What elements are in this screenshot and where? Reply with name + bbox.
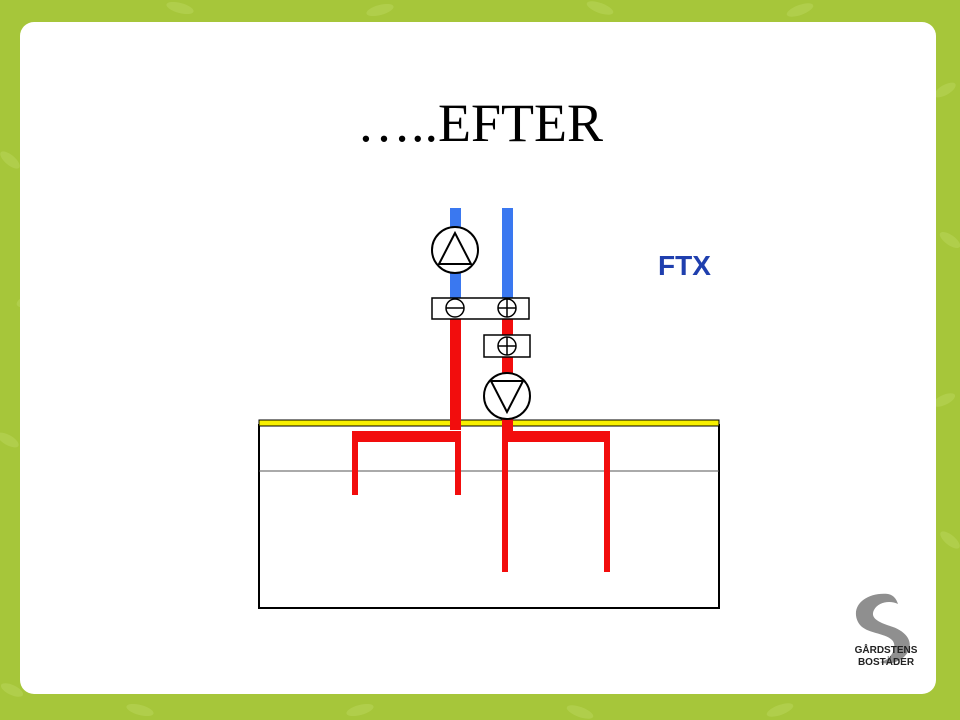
- gardstens-logo: [855, 593, 910, 664]
- duct-right-horizontal: [502, 431, 610, 442]
- duct-left-drop-outer: [352, 431, 358, 495]
- roof-line: [258, 419, 720, 427]
- slide-title: …..EFTER: [356, 93, 603, 153]
- building-outline: [258, 424, 720, 609]
- exhaust-fan-triangle: [437, 230, 473, 265]
- cold-pipe-right: [502, 208, 513, 298]
- logo-s-shape: [855, 593, 910, 664]
- hot-pipe-right-lower: [502, 416, 513, 440]
- logo-text-line1: GÅRDSTENS: [854, 645, 918, 656]
- duct-right-drop-outer: [604, 431, 610, 572]
- duct-left-drop-inner: [455, 431, 461, 495]
- ftx-label: FTX: [658, 250, 711, 281]
- logo-text-line2: BOSTÄDER: [857, 657, 915, 668]
- hot-pipe-left-vertical: [450, 318, 461, 430]
- duct-right-drop-inner: [502, 431, 508, 572]
- hot-pipe-right-mid: [502, 356, 513, 374]
- duct-left-horizontal: [352, 431, 461, 442]
- hot-pipe-right-upper: [502, 318, 513, 338]
- supply-fan-triangle: [489, 380, 525, 415]
